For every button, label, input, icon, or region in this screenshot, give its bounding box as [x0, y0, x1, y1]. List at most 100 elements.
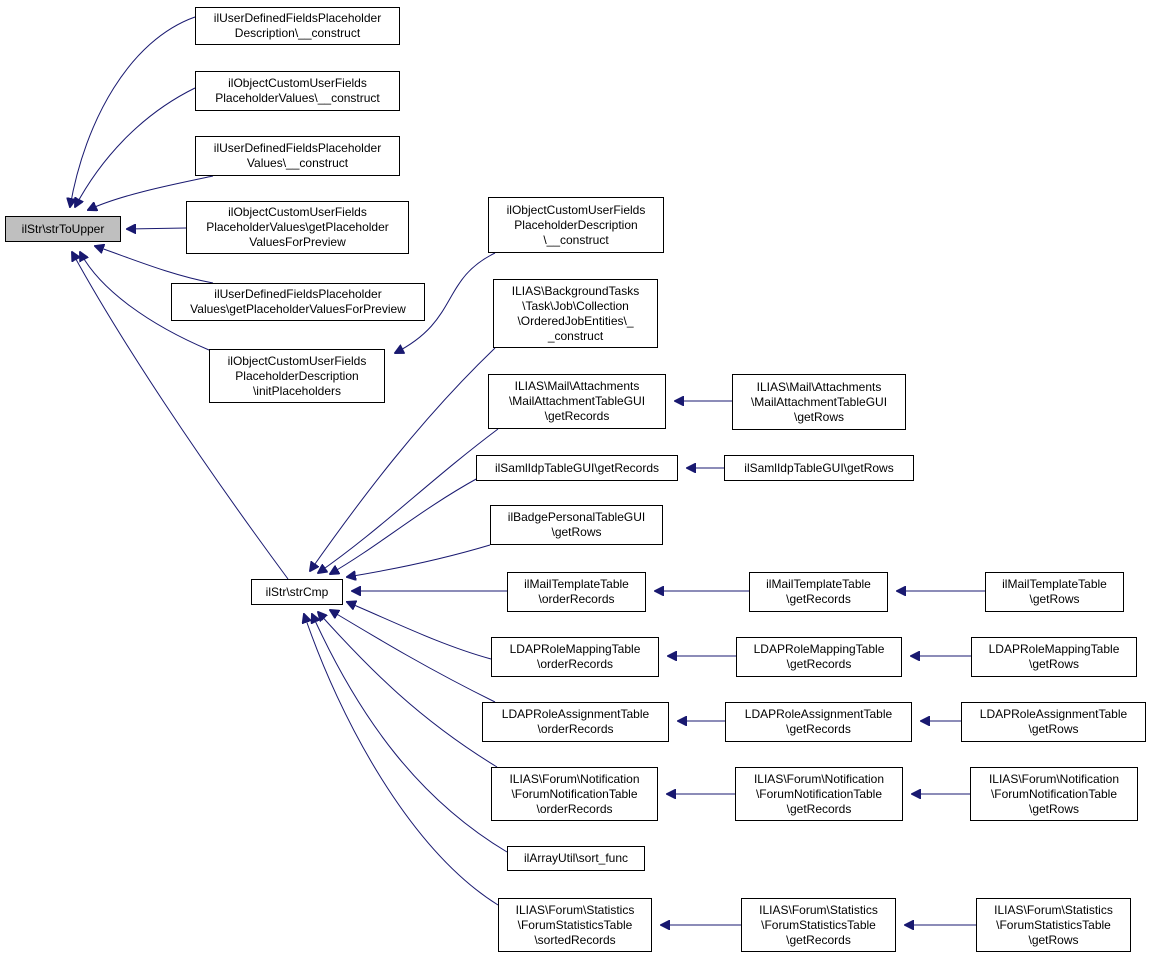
node-label-line: ValuesForPreview [249, 235, 346, 249]
graph-node[interactable]: LDAPRoleAssignmentTable\getRows [961, 702, 1146, 742]
node-label-line: \getRows [793, 409, 845, 424]
graph-node[interactable]: ilMailTemplateTable\getRecords [749, 572, 888, 612]
graph-node[interactable]: ILIAS\Forum\Statistics\ForumStatisticsTa… [976, 898, 1131, 952]
call-edge [127, 228, 187, 229]
node-label-line: \ForumNotificationTable [755, 786, 883, 801]
graph-node[interactable]: ilSamlIdpTableGUI\getRows [724, 455, 914, 481]
graph-node[interactable]: ILIAS\Mail\Attachments\MailAttachmentTab… [732, 374, 906, 430]
node-label-line: ilArrayUtil\sort_func [523, 851, 629, 865]
node-label-line: ilUserDefinedFieldsPlaceholder [213, 141, 382, 155]
node-label-line: \orderRecords [537, 722, 614, 736]
call-edge [318, 428, 499, 573]
node-label-line: ilUserDefinedFieldsPlaceholder [213, 11, 382, 25]
node-label-line: ilMailTemplateTable [1002, 577, 1107, 591]
node-label-line: PlaceholderValues\getPlaceholder [206, 220, 389, 234]
node-label-line: ILIAS\Mail\Attachments [756, 379, 882, 394]
node-label-line: Description\__construct [234, 26, 361, 40]
node-label-line: \getRows [1028, 657, 1080, 671]
node-label-line: \getRecords [786, 722, 851, 736]
graph-node[interactable]: ilArrayUtil\sort_func [507, 846, 645, 871]
graph-node[interactable]: ILIAS\Forum\Notification\ForumNotificati… [491, 767, 658, 821]
node-label-line: \getRows [1028, 801, 1080, 816]
node-label-line: \MailAttachmentTableGUI [750, 394, 888, 409]
node-label-line: \ForumStatisticsTable [517, 917, 633, 932]
graph-node[interactable]: ILIAS\BackgroundTasks\Task\Job\Collectio… [493, 279, 658, 348]
node-label-line: ilObjectCustomUserFields [228, 205, 367, 219]
node-label-line: ILIAS\Forum\Statistics [759, 902, 878, 917]
call-edge [347, 544, 491, 577]
graph-node[interactable]: LDAPRoleMappingTable\getRecords [736, 637, 902, 677]
call-edge [318, 612, 498, 768]
node-label-line: \Task\Job\Collection [522, 298, 629, 313]
node-label-line: ILIAS\Forum\Statistics [994, 902, 1113, 917]
graph-node[interactable]: ilMailTemplateTable\orderRecords [507, 572, 646, 612]
node-label-line: \orderRecords [538, 592, 615, 606]
node-label-line: ILIAS\Forum\Notification [509, 771, 640, 786]
graph-node-root: ilStr\strToUpper [5, 216, 121, 242]
node-label-line: \ForumNotificationTable [511, 786, 638, 801]
node-label-line: \__construct [543, 232, 609, 247]
node-label-line: \getRows [551, 525, 602, 539]
graph-node[interactable]: LDAPRoleMappingTable\orderRecords [491, 637, 659, 677]
graph-node[interactable]: LDAPRoleAssignmentTable\orderRecords [482, 702, 669, 742]
graph-node[interactable]: ilSamlIdpTableGUI\getRecords [476, 455, 678, 481]
graph-node[interactable]: ILIAS\Forum\Notification\ForumNotificati… [735, 767, 903, 821]
node-label-line: ILIAS\Forum\Statistics [515, 902, 635, 917]
graph-node[interactable]: LDAPRoleMappingTable\getRows [971, 637, 1137, 677]
call-edge [95, 246, 214, 284]
node-label-line: \getRecords [786, 801, 852, 816]
node-label-line: \MailAttachmentTableGUI [508, 394, 646, 408]
node-label-line: \sortedRecords [534, 932, 616, 947]
graph-node[interactable]: ILIAS\Forum\Statistics\ForumStatisticsTa… [741, 898, 896, 952]
graph-node[interactable]: ILIAS\Mail\Attachments\MailAttachmentTab… [488, 374, 666, 429]
node-label-line: \getRecords [786, 657, 852, 671]
node-label-line: \getRows [1028, 932, 1079, 947]
call-edge [88, 175, 214, 210]
call-edge [395, 252, 496, 353]
call-edge [312, 614, 508, 853]
node-label-line: Values\getPlaceholderValuesForPreview [190, 302, 406, 316]
node-label-line: LDAPRoleAssignmentTable [501, 707, 650, 721]
node-label-line: PlaceholderDescription [514, 217, 638, 232]
node-label-line: LDAPRoleMappingTable [509, 642, 641, 656]
node-label-line: LDAPRoleAssignmentTable [979, 707, 1128, 721]
call-edge [304, 614, 499, 906]
node-label-line: \getRecords [786, 932, 851, 947]
node-label-line: ilStr\strToUpper [21, 221, 105, 236]
node-label-line: ilMailTemplateTable [766, 577, 871, 591]
graph-node[interactable]: ilMailTemplateTable\getRows [985, 572, 1124, 612]
node-label-line: \ForumStatisticsTable [761, 917, 876, 932]
call-edge [310, 347, 496, 571]
node-label-line: PlaceholderValues\__construct [215, 91, 380, 105]
call-edge [330, 477, 479, 574]
node-label-line: ilObjectCustomUserFields [228, 76, 367, 90]
node-label-line: ilMailTemplateTable [524, 577, 629, 591]
call-edge [347, 602, 492, 660]
call-edge [72, 252, 289, 580]
node-label-line: \orderRecords [536, 801, 613, 816]
graph-node[interactable]: ILIAS\Forum\Notification\ForumNotificati… [970, 767, 1138, 821]
node-label-line: ilUserDefinedFieldsPlaceholder [214, 287, 382, 301]
graph-node[interactable]: ilBadgePersonalTableGUI\getRows [490, 505, 663, 545]
node-label-line: PlaceholderDescription [235, 368, 359, 383]
node-label-line: LDAPRoleAssignmentTable [744, 707, 893, 721]
graph-node[interactable]: ILIAS\Forum\Statistics\ForumStatisticsTa… [498, 898, 652, 952]
node-label-line: ilSamlIdpTableGUI\getRows [744, 460, 894, 475]
graph-node[interactable]: LDAPRoleAssignmentTable\getRecords [725, 702, 912, 742]
node-label-line: ilObjectCustomUserFields [506, 202, 646, 217]
call-edge [330, 610, 496, 703]
graph-node[interactable]: ilStr\strCmp [251, 579, 343, 605]
node-label-line: ILIAS\Forum\Notification [753, 771, 885, 786]
node-label-line: LDAPRoleMappingTable [753, 642, 885, 656]
node-label-line: ilStr\strCmp [265, 584, 329, 599]
node-label-line: \ForumNotificationTable [990, 786, 1118, 801]
node-label-line: \initPlaceholders [252, 383, 342, 398]
